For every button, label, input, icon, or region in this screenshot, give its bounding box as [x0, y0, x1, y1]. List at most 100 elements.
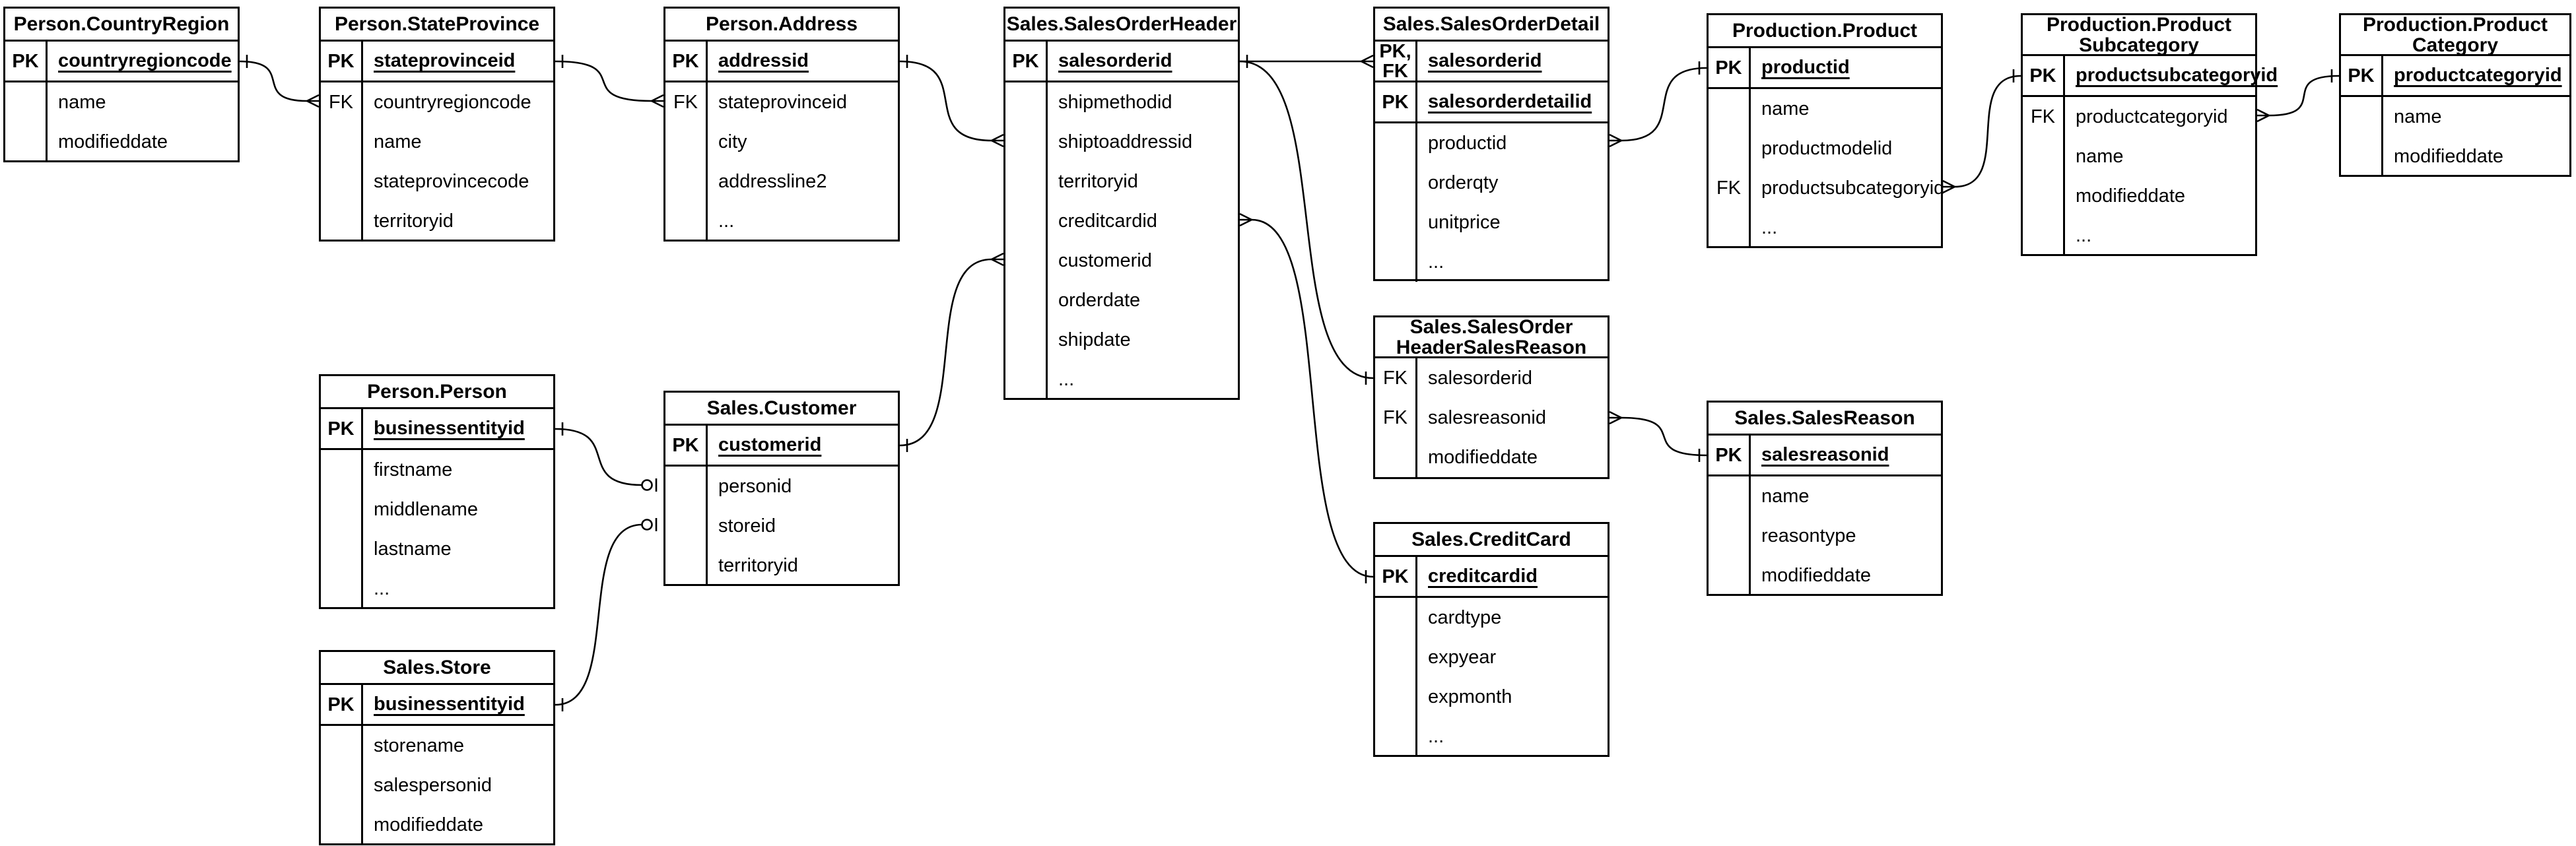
field-name: ... [374, 577, 390, 599]
relationship-person_person-sales_customer-to-zero-circle [641, 479, 653, 491]
primary-key-row: PK,FK salesorderid [1375, 42, 1608, 82]
foreign-key-label [2023, 137, 2063, 176]
key-field-name: creditcardid [1428, 566, 1538, 587]
field-name-column: name modifieddate [48, 82, 238, 162]
key-label: PK [665, 426, 708, 465]
key-label: PK [665, 42, 708, 81]
foreign-key-label [321, 726, 361, 765]
foreign-key-label [1709, 476, 1749, 516]
relationship-sales_salesorderdetail-production_product-line [1621, 67, 1707, 142]
key-label-line: PK [327, 50, 355, 72]
field-name: productsubcategoryid [1761, 177, 1945, 199]
foreign-key-label [1005, 162, 1046, 201]
field-name: name [1761, 98, 1810, 119]
key-label: PK [1709, 48, 1751, 87]
relationship-sales_customer-sales_salesorderheader-to-crowfoot [991, 252, 1004, 267]
key-label: PK,FK [1375, 42, 1417, 81]
relationship-sales_salesorderheader-sales_creditcard-from-crowfoot [1239, 212, 1252, 227]
key-label-line: PK [2348, 65, 2375, 86]
field-name: name [58, 91, 106, 113]
field-name: ... [2076, 224, 2092, 246]
entity-title-line: Person.StateProvince [334, 13, 540, 35]
field-name: expmonth [1428, 686, 1512, 707]
field-name: productid [1428, 132, 1507, 154]
foreign-key-label [2023, 176, 2063, 216]
key-field-name: stateprovinceid [374, 50, 516, 71]
field-name: modifieddate [58, 131, 168, 152]
relationship-person_countryregion-person_stateprovince-to-crowfoot [306, 94, 320, 108]
primary-key-row: PK stateprovinceid [321, 42, 553, 82]
key-label-line: PK [1715, 57, 1742, 79]
field-name: ... [1428, 251, 1444, 273]
foreign-key-label [1375, 717, 1415, 756]
field-key-column: FK [2023, 97, 2065, 255]
field-name: modifieddate [1428, 446, 1538, 468]
field-name: productmodelid [1761, 137, 1893, 159]
foreign-key-label [665, 506, 706, 546]
field-key-column [1375, 123, 1417, 282]
relationship-production_productsubcategory-production_productcategory-from-crowfoot [2256, 108, 2270, 123]
key-label-line: PK, [1379, 40, 1411, 62]
entity-title: Production.Product [1709, 15, 1941, 48]
field-name: modifieddate [1761, 564, 1872, 586]
foreign-key-label [665, 201, 706, 241]
field-name: city [718, 131, 747, 152]
key-field-name: salesorderid [1428, 50, 1542, 71]
field-name: lastname [374, 538, 452, 560]
foreign-key-label [1005, 82, 1046, 122]
entity-title-line: Sales.SalesOrder [1409, 315, 1573, 338]
key-label-line: PK [1382, 566, 1409, 587]
field-name: territoryid [1058, 170, 1138, 192]
foreign-key-label [665, 467, 706, 506]
foreign-key-label [321, 162, 361, 201]
field-name: shipdate [1058, 329, 1131, 350]
relationship-person_address-sales_salesorderheader-to-crowfoot [991, 133, 1004, 148]
primary-key-row: PK creditcardid [1375, 557, 1608, 598]
key-label: PK [1375, 82, 1417, 121]
entity-title-line: HeaderSalesReason [1396, 336, 1587, 358]
entity-title: Person.Address [665, 9, 898, 42]
primary-key-row: PK countryregioncode [5, 42, 238, 82]
foreign-key-label [321, 122, 361, 162]
field-name: expyear [1428, 646, 1497, 668]
foreign-key-label [1375, 438, 1415, 477]
field-key-column [321, 726, 363, 845]
relationship-sales_salesorderheader-sales_creditcard-line [1251, 218, 1374, 578]
foreign-key-label [321, 765, 361, 805]
entity-title-line: Production.Product [2363, 13, 2548, 36]
foreign-key-label [321, 805, 361, 845]
field-name: firstname [374, 459, 453, 480]
field-key-column [1709, 476, 1751, 595]
key-label-line: PK [327, 694, 355, 715]
relationship-sales_store-sales_customer-to-zero-circle [641, 519, 653, 531]
field-name: salesorderid [1428, 367, 1532, 389]
entity-title-line: Production.Product [2047, 13, 2231, 36]
key-label-line: PK [12, 50, 39, 72]
field-key-column [1375, 598, 1417, 756]
key-field-name: countryregioncode [58, 50, 232, 71]
foreign-key-label [1375, 123, 1415, 163]
field-key-column: FK [1709, 89, 1751, 247]
entity-title-line: Sales.SalesOrderDetail [1382, 13, 1600, 35]
relationship-person_countryregion-person_stateprovince-line [239, 60, 308, 102]
relationship-production_product-production_productsubcategory-line [1954, 75, 2021, 188]
